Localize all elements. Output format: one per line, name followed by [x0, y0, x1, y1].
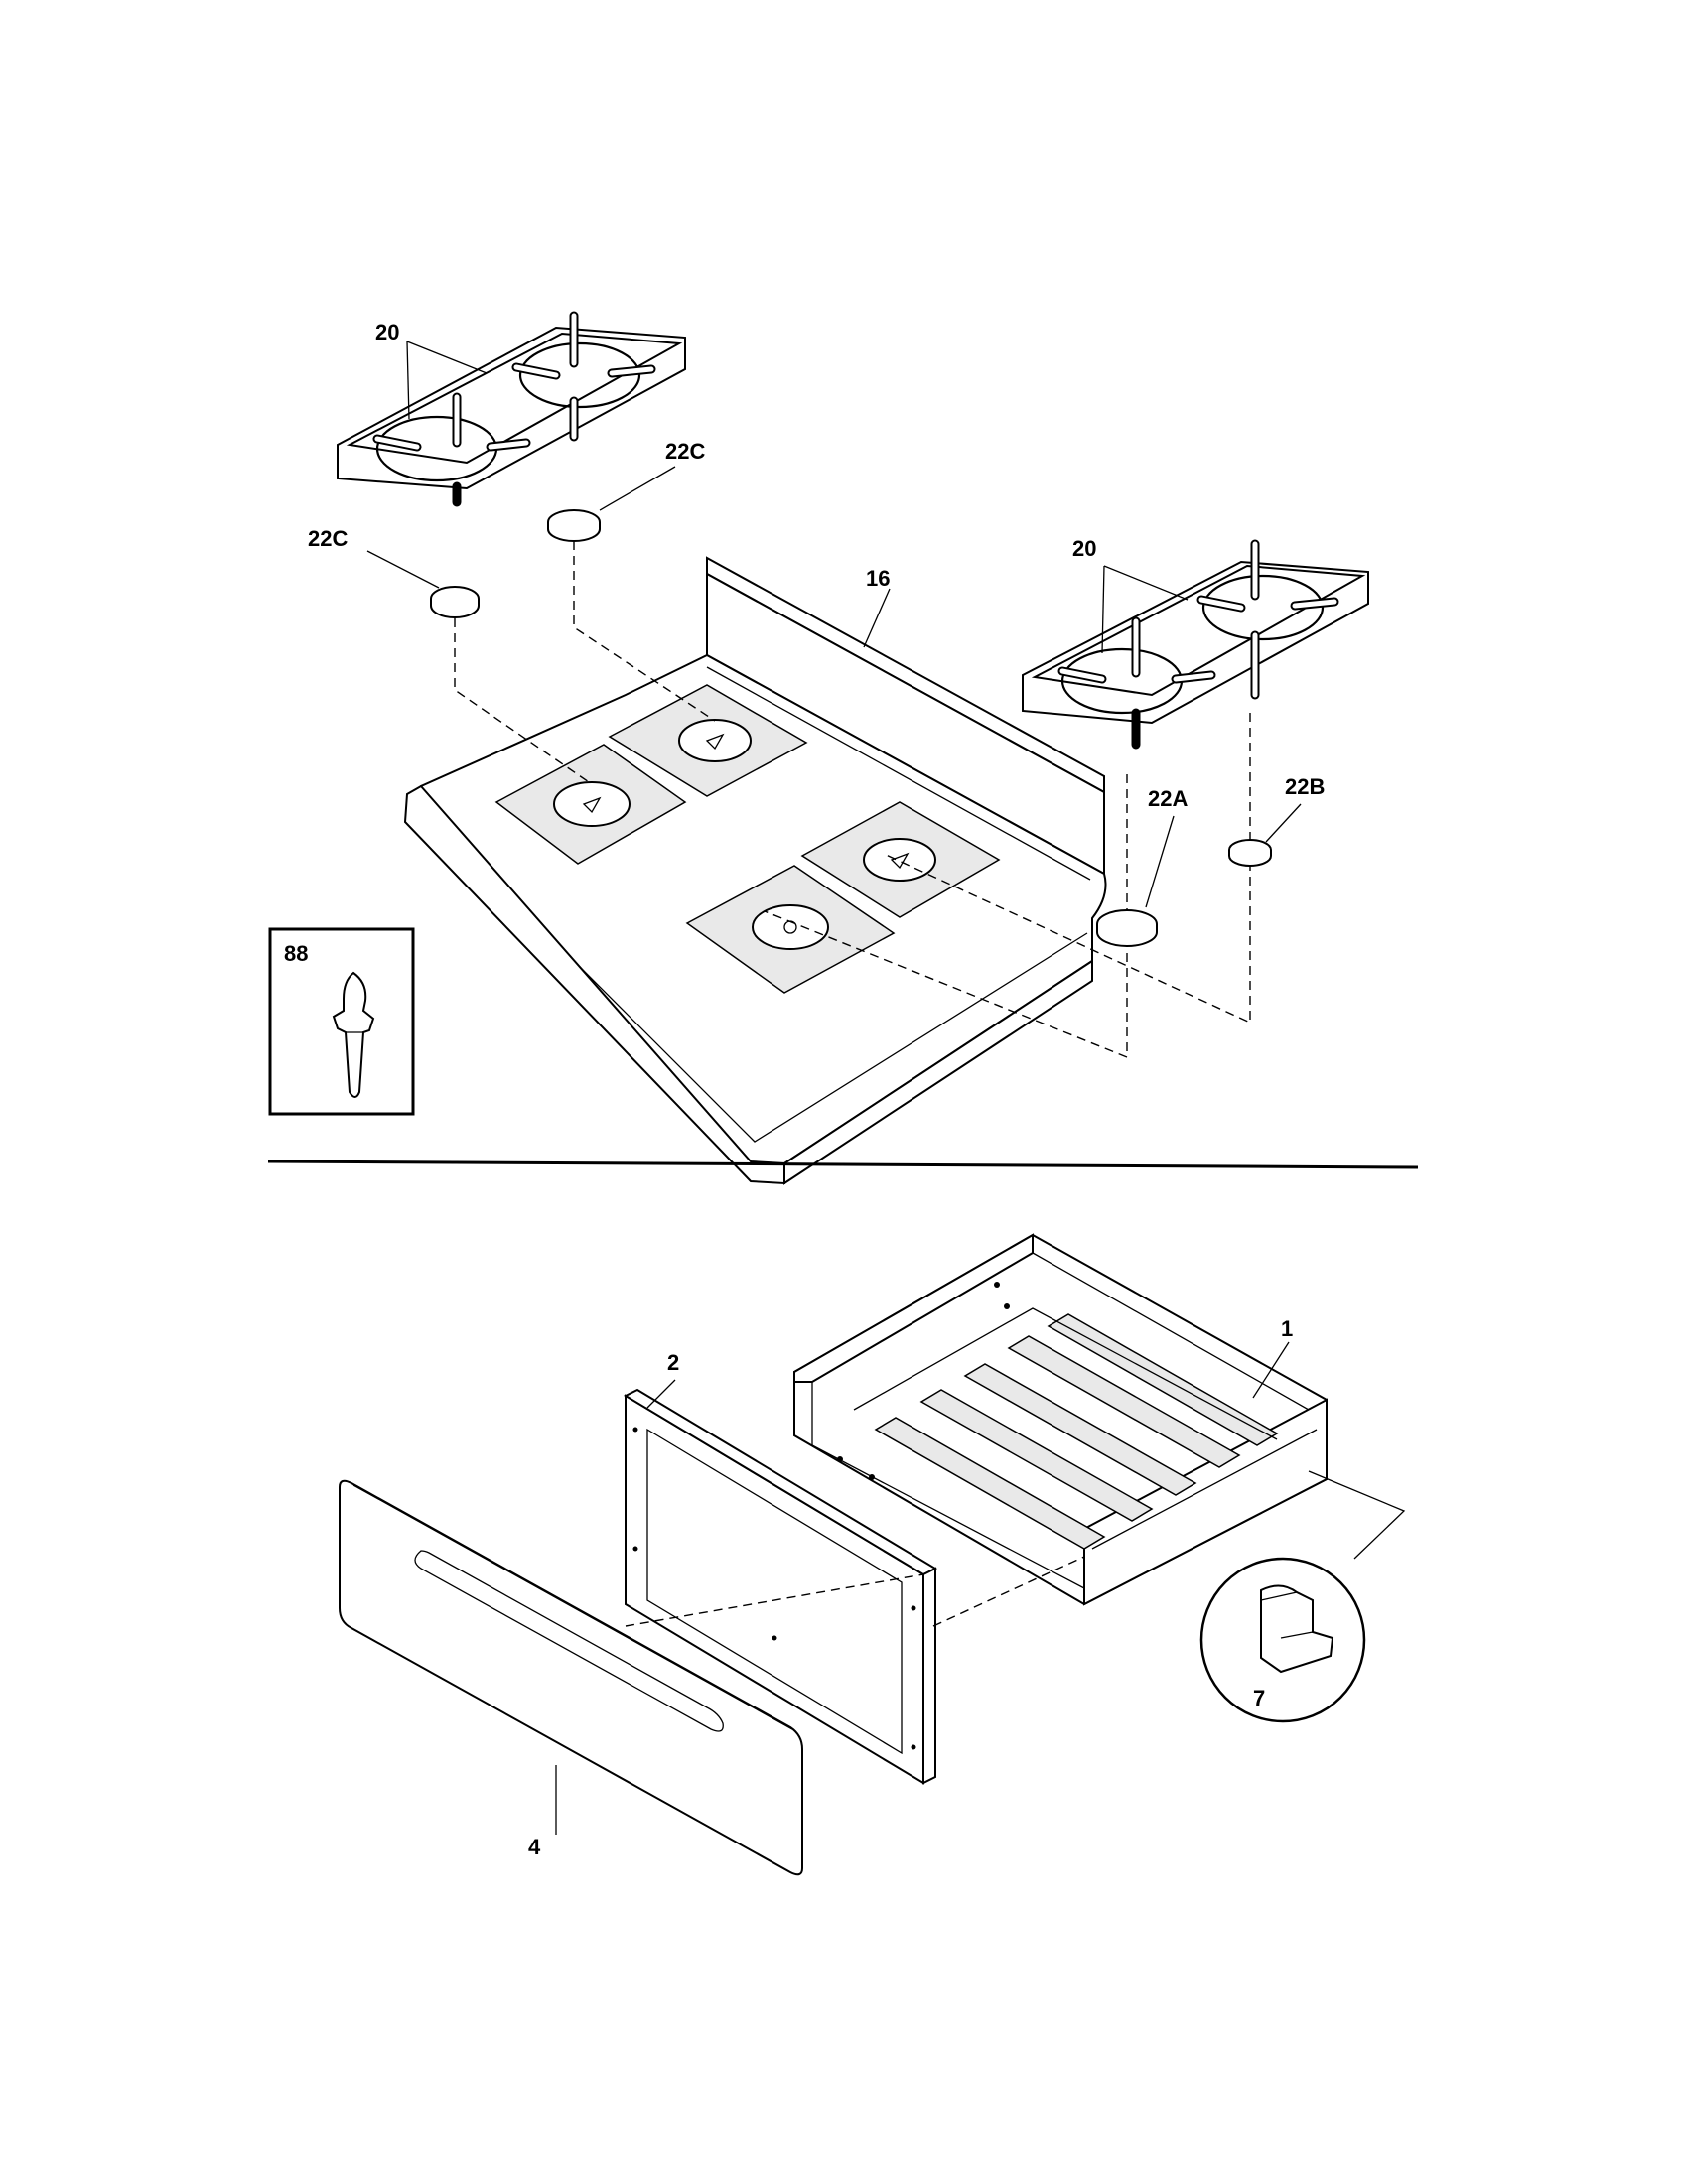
- drawer-front: [339, 1479, 803, 1876]
- drawer-body: [793, 1233, 1328, 1606]
- section-divider: [267, 1160, 1419, 1169]
- leader-lines-top: [366, 341, 1302, 908]
- label-88: 88: [284, 941, 308, 966]
- label-2: 2: [667, 1350, 679, 1375]
- clip-detail: [1199, 1470, 1406, 1723]
- cooktop-panel: [403, 556, 1107, 1185]
- label-20-top-right: 20: [1072, 536, 1096, 561]
- cap-22a: [1096, 909, 1158, 947]
- label-22c-top: 22C: [665, 439, 705, 464]
- alignment-lines-top: [454, 541, 1251, 1059]
- label-22b: 22B: [1285, 774, 1325, 799]
- alignment-lines-bottom: [625, 1556, 1085, 1627]
- cap-22b: [1228, 839, 1272, 867]
- label-4: 4: [528, 1835, 541, 1859]
- inset-88: [268, 927, 415, 1116]
- burner-caps: [430, 509, 1272, 947]
- cap-22c-left: [430, 586, 480, 618]
- drawer-liner: [623, 1388, 938, 1785]
- cap-22c-right: [547, 509, 601, 542]
- label-20-top-left: 20: [375, 320, 399, 344]
- label-22c-left: 22C: [308, 526, 348, 551]
- label-1: 1: [1281, 1316, 1293, 1341]
- grate-top-right: [1022, 539, 1369, 750]
- grate-top-left: [337, 311, 686, 507]
- label-7: 7: [1253, 1686, 1265, 1710]
- leader-lines-bottom: [555, 1341, 1290, 1835]
- label-22a: 22A: [1148, 786, 1188, 811]
- label-16: 16: [866, 566, 890, 591]
